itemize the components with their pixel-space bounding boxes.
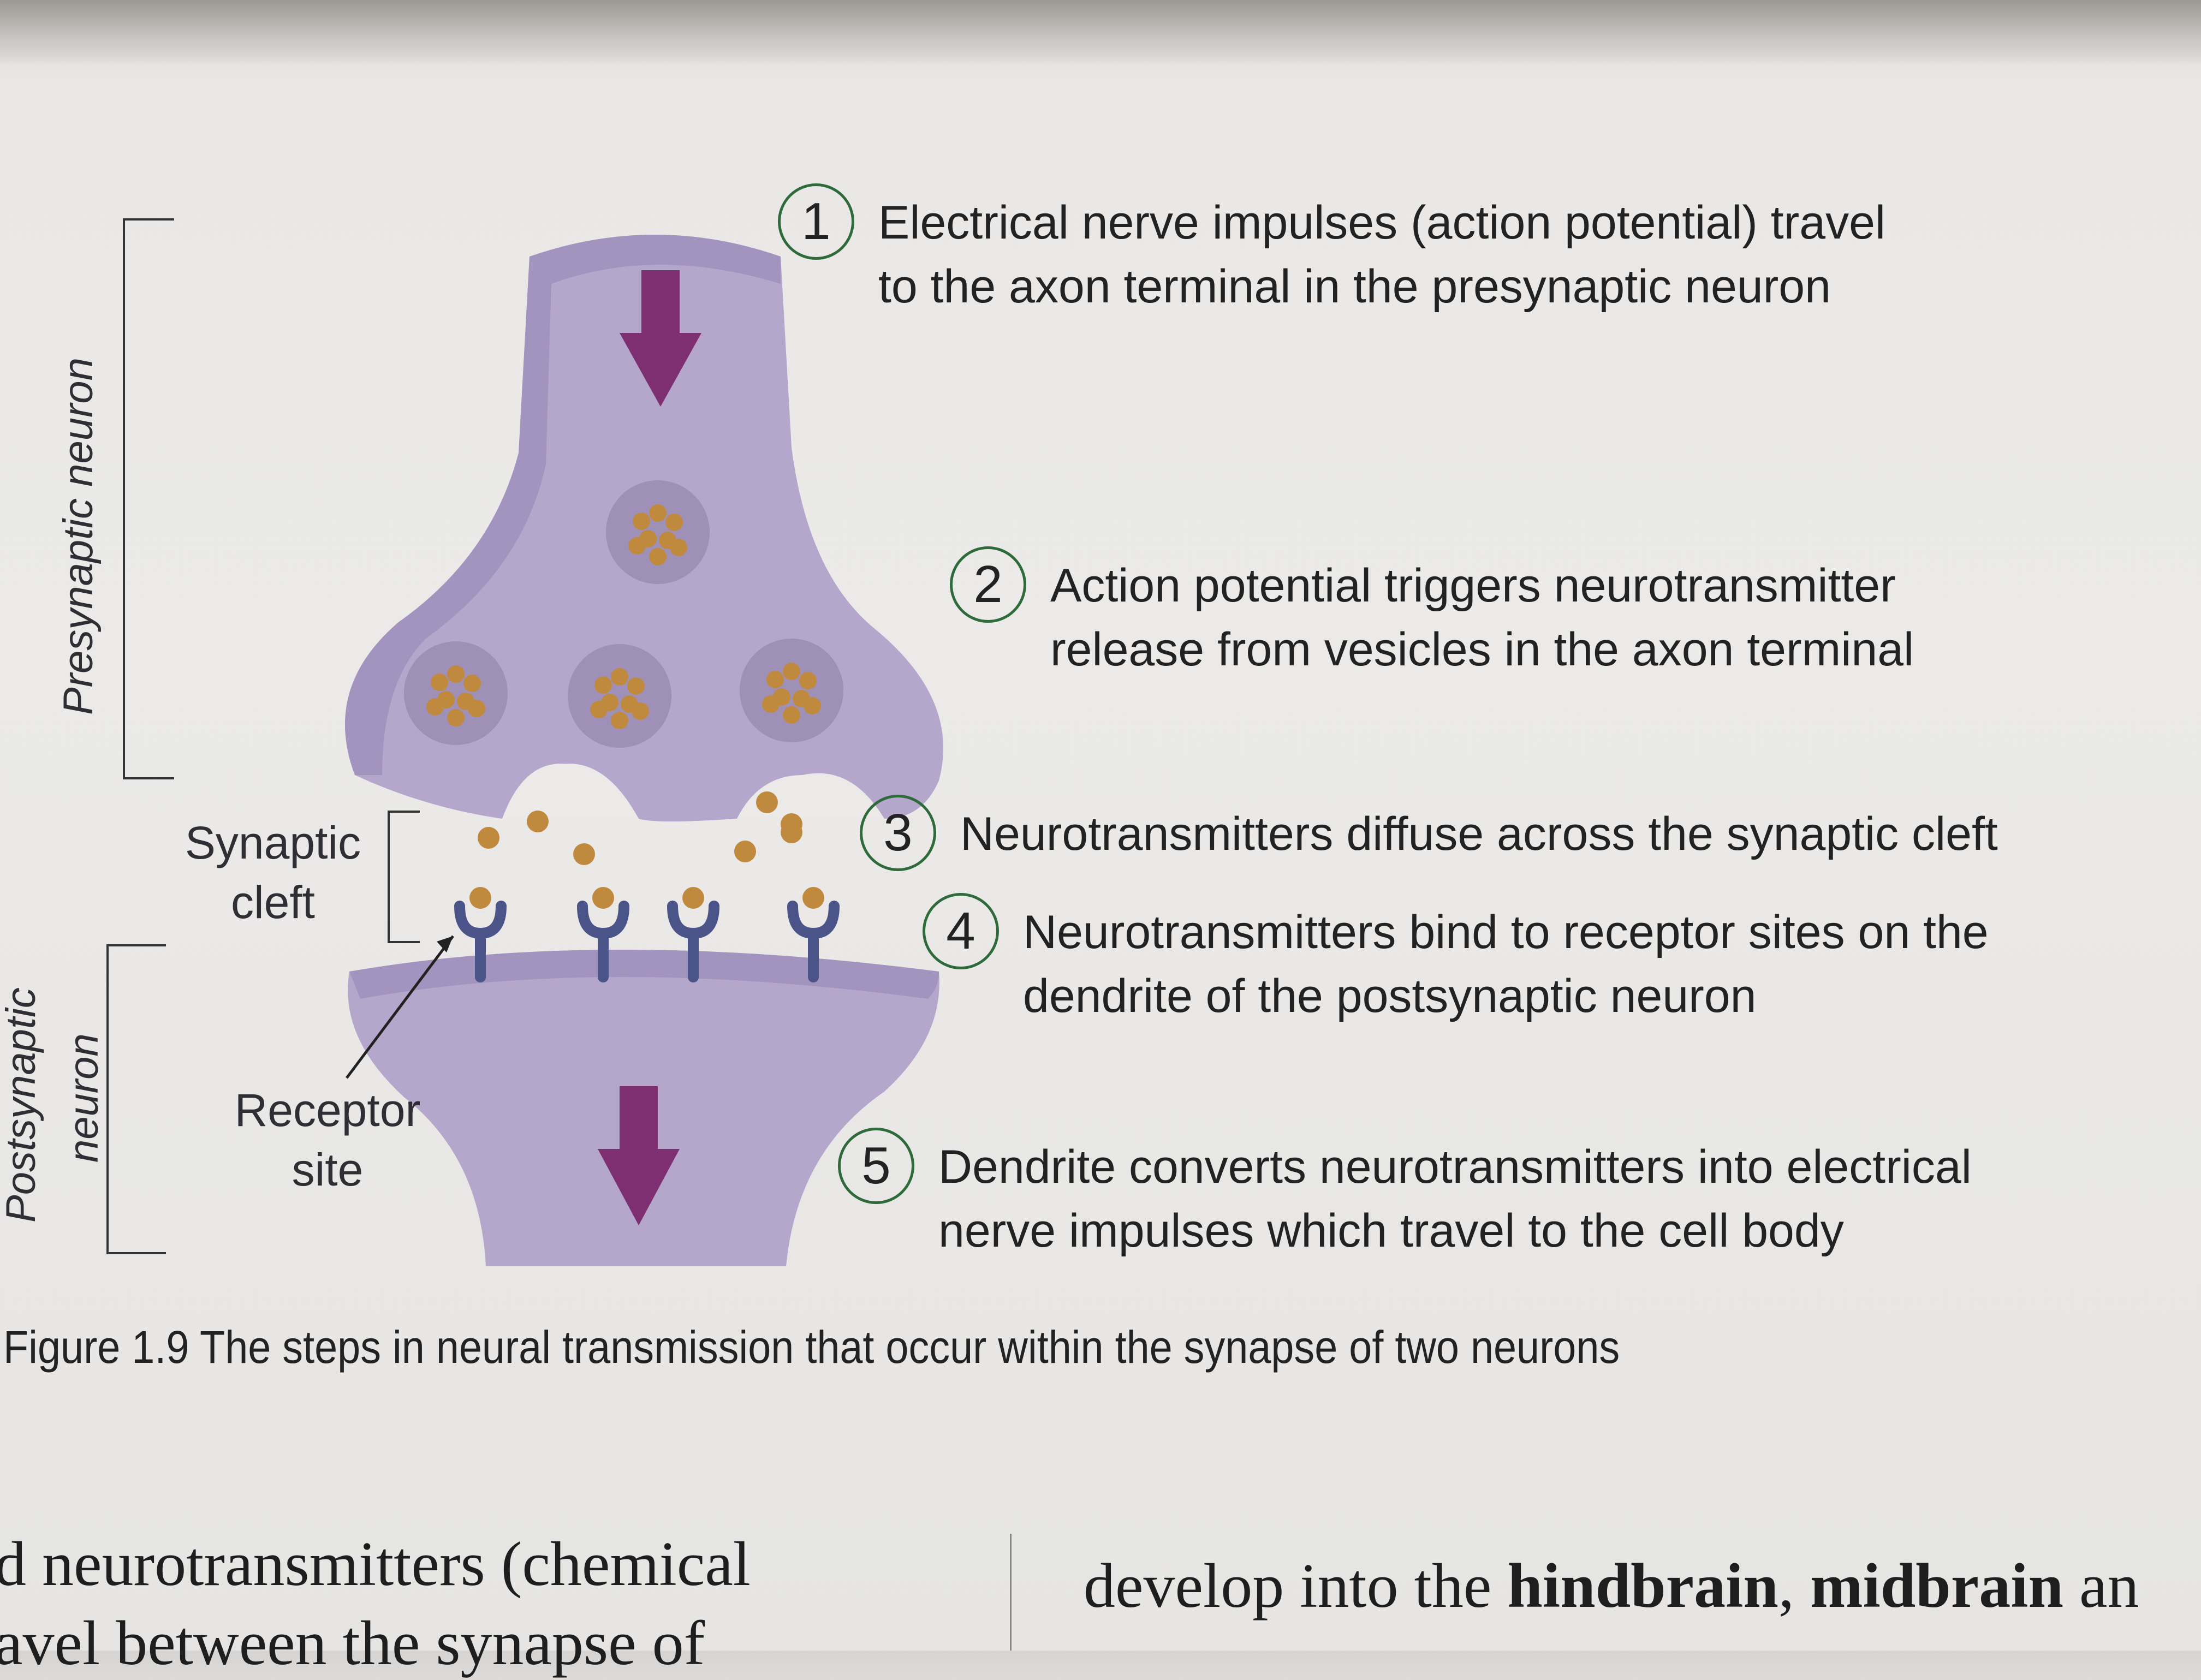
postsynaptic-bracket: [106, 944, 166, 1254]
bound-neurotransmitter: [592, 887, 614, 909]
page-top-shadow: [0, 0, 2201, 65]
vesicle-neurotransmitter: [632, 702, 649, 720]
step-text: Electrical nerve impulses (action potent…: [878, 191, 1885, 319]
release-bulge-left: [502, 764, 639, 819]
receptor-site-line1: Receptor: [234, 1085, 421, 1136]
receptor-site-line2: site: [292, 1144, 364, 1196]
synaptic-cleft-line2: cleft: [230, 877, 316, 928]
vesicle-neurotransmitter: [611, 712, 628, 729]
vesicle-neurotransmitter: [665, 514, 683, 531]
step-number-circle: 2: [950, 546, 1026, 623]
vesicles: [404, 480, 843, 748]
receptor-site-label: Receptor site: [218, 1081, 437, 1200]
step-2-line1: Action potential triggers neurotransmitt…: [1050, 559, 1896, 612]
vesicle-neurotransmitter: [783, 663, 800, 680]
vesicle-neurotransmitter: [447, 709, 465, 726]
body-right-suffix: an: [2063, 1551, 2139, 1621]
vesicle-neurotransmitter: [627, 677, 645, 695]
step-2: 2 Action potential triggers neurotransmi…: [950, 546, 1914, 682]
vesicle-neurotransmitter: [447, 665, 465, 683]
step-number-circle: 5: [838, 1128, 914, 1204]
cleft-bracket: [388, 811, 420, 943]
step-2-line2: release from vesicles in the axon termin…: [1050, 623, 1914, 676]
free-neurotransmitter: [781, 821, 802, 843]
vesicle: [404, 641, 508, 745]
arrow-down-postsynaptic: [598, 1086, 680, 1225]
vesicle-neurotransmitter: [611, 668, 628, 686]
step-4: 4 Neurotransmitters bind to receptor sit…: [923, 893, 1989, 1028]
body-right-line1: develop into the hindbrain, midbrain an: [1084, 1550, 2139, 1623]
receptor-pointer-head: [437, 936, 453, 952]
step-3-line1: Neurotransmitters diffuse across the syn…: [960, 808, 1998, 860]
body-left-line1: d neurotransmitters (chemical: [0, 1529, 751, 1599]
body-right-prefix: develop into the: [1084, 1551, 1508, 1621]
vesicle-neurotransmitter: [628, 537, 646, 555]
step-5-line1: Dendrite converts neurotransmitters into…: [938, 1141, 1972, 1193]
vesicle-neurotransmitter: [766, 671, 784, 688]
vesicle-neurotransmitter: [804, 697, 821, 714]
vesicle: [606, 480, 710, 584]
step-3: 3 Neurotransmitters diffuse across the s…: [860, 795, 1998, 871]
vesicle: [740, 639, 843, 742]
step-4-line2: dendrite of the postsynaptic neuron: [1023, 969, 1757, 1022]
step-1-line1: Electrical nerve impulses (action potent…: [878, 196, 1886, 249]
synaptic-cleft-line1: Synaptic: [185, 817, 361, 868]
postsynaptic-label-line2: neuron: [61, 1033, 107, 1163]
step-number-circle: 1: [778, 183, 854, 260]
vesicle-neurotransmitter: [783, 706, 800, 724]
vesicle-neurotransmitter: [426, 698, 444, 716]
synaptic-cleft-label: Synaptic cleft: [175, 813, 371, 932]
arrow-down-presynaptic: [620, 270, 701, 407]
vesicle-neurotransmitter: [762, 695, 780, 713]
vesicle-neurotransmitter: [463, 675, 481, 692]
step-5-line2: nerve impulses which travel to the cell …: [938, 1204, 1844, 1257]
neurotransmitters: [478, 791, 802, 865]
step-4-line1: Neurotransmitters bind to receptor sites…: [1023, 906, 1989, 958]
vesicle-neurotransmitter: [594, 676, 612, 694]
bound-neurotransmitter: [469, 887, 491, 909]
step-5: 5 Dendrite converts neurotransmitters in…: [838, 1128, 1972, 1263]
bound-neurotransmitter: [802, 887, 824, 909]
step-text: Neurotransmitters diffuse across the syn…: [960, 802, 1998, 866]
term-midbrain: midbrain: [1810, 1551, 2064, 1621]
free-neurotransmitter: [478, 827, 499, 849]
vesicle-neurotransmitter: [468, 700, 485, 717]
body-left-line2: avel between the synapse of: [0, 1608, 705, 1678]
vesicle-neurotransmitter: [649, 548, 667, 565]
vesicle-neurotransmitter: [649, 504, 667, 522]
body-right-sep: ,: [1778, 1551, 1810, 1621]
step-text: Action potential triggers neurotransmitt…: [1050, 554, 1914, 682]
step-1: 1 Electrical nerve impulses (action pote…: [778, 183, 1885, 319]
receptor-pointer: [346, 935, 454, 1079]
bound-neurotransmitter: [682, 887, 704, 909]
column-divider: [1010, 1534, 1012, 1651]
figure-caption: Figure 1.9 The steps in neural transmiss…: [3, 1321, 1620, 1373]
step-text: Dendrite converts neurotransmitters into…: [938, 1135, 1972, 1263]
term-hindbrain: hindbrain: [1507, 1551, 1778, 1621]
postsynaptic-label-line1: Postsynaptic: [0, 987, 44, 1223]
step-number-circle: 3: [860, 795, 936, 871]
receptors: [454, 887, 840, 982]
presynaptic-bracket: [123, 218, 174, 779]
free-neurotransmitter: [734, 841, 756, 862]
vesicle-neurotransmitter: [590, 701, 608, 718]
vesicle-neurotransmitter: [799, 672, 817, 689]
step-text: Neurotransmitters bind to receptor sites…: [1023, 901, 1989, 1028]
free-neurotransmitter: [756, 791, 778, 813]
vesicle-neurotransmitter: [633, 513, 650, 530]
postsynaptic-shade: [349, 950, 939, 999]
free-neurotransmitter: [573, 843, 595, 865]
vesicle: [568, 644, 671, 748]
vesicle-neurotransmitter: [431, 674, 448, 691]
step-number-circle: 4: [923, 893, 999, 969]
presynaptic-label: Presynaptic neuron: [55, 358, 102, 715]
step-1-line2: to the axon terminal in the presynaptic …: [878, 260, 1831, 313]
vesicle-neurotransmitter: [670, 539, 687, 556]
free-neurotransmitter: [527, 811, 549, 832]
